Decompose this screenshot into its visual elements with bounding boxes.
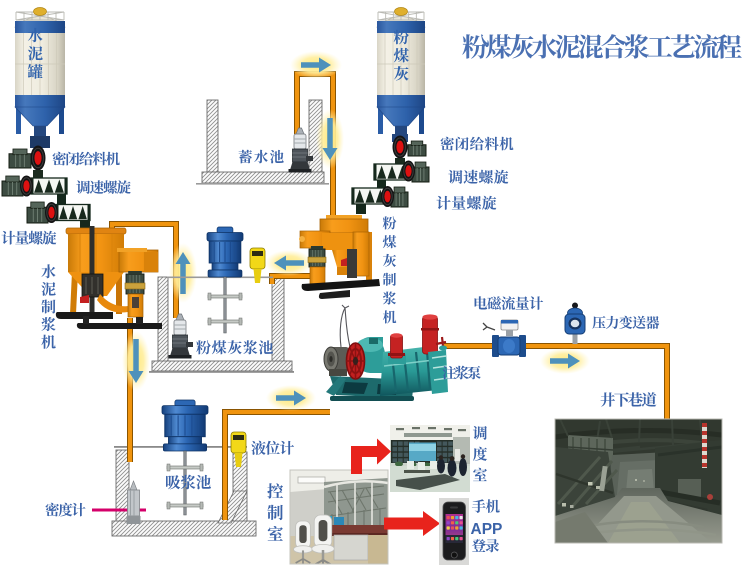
svg-text:APP: APP (471, 521, 503, 538)
